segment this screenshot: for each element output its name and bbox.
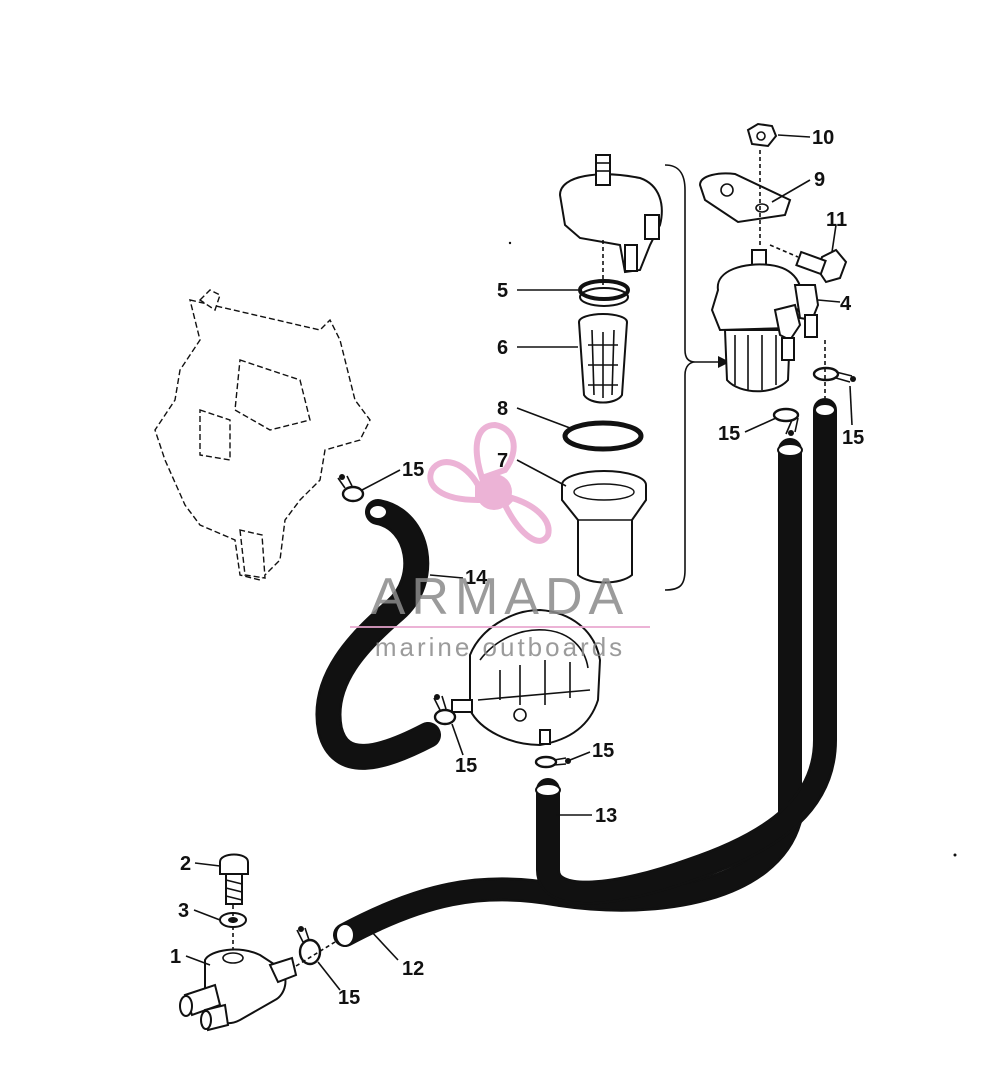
hose-13	[535, 398, 837, 905]
part-7-filter-bowl	[561, 470, 647, 584]
hose-clip-15-pump-bottom	[534, 755, 571, 769]
armada-watermark: ARMADA marine outboards	[350, 421, 650, 662]
hose-clip-15-upper-left	[772, 407, 800, 436]
hose-14	[315, 499, 441, 770]
callout-15-lower: 15	[338, 987, 360, 1009]
hose-clip-15-carburetor	[337, 474, 365, 503]
part-9-bracket	[698, 172, 792, 224]
hose-clip-15-upper-right	[812, 366, 856, 383]
watermark-brand: ARMADA	[371, 568, 629, 626]
callout-6: 6	[497, 337, 508, 359]
callout-3: 3	[178, 900, 189, 922]
leader-lines	[185, 134, 853, 991]
callout-7: 7	[497, 450, 508, 472]
callout-15-pump-bottom: 15	[592, 740, 614, 762]
callout-1: 1	[170, 946, 181, 968]
watermark-tagline: marine outboards	[375, 632, 625, 662]
filter-assembled	[698, 122, 856, 436]
callout-11: 11	[826, 209, 847, 231]
callout-15-filter-right: 15	[842, 427, 864, 449]
callout-5: 5	[497, 280, 508, 302]
arrow-to-assembled-filter	[718, 356, 730, 368]
callout-9: 9	[814, 169, 825, 191]
callout-10: 10	[812, 127, 834, 149]
part-2-screw	[219, 853, 249, 905]
assembly-bracket	[664, 164, 696, 591]
part-11-bolt	[769, 244, 848, 284]
part-4-filter-body	[710, 249, 820, 393]
filter-assembly-exploded	[558, 154, 730, 591]
part-10-nut	[746, 122, 778, 148]
part-6-filter-element	[578, 313, 628, 404]
fuel-pump	[451, 608, 602, 747]
callout-8: 8	[497, 398, 508, 420]
callout-12: 12	[402, 958, 424, 980]
part-5-o-ring	[578, 279, 630, 307]
callout-2: 2	[180, 853, 191, 875]
callout-14: 14	[465, 567, 488, 589]
armada-propeller-logo	[427, 421, 552, 544]
callout-labels: 5 6 8 7 10 9 11 4 15 15 15 14 15 15 13 2…	[170, 127, 864, 1009]
hose-clip-15-lower	[296, 926, 322, 966]
part-1-tee-connector	[179, 948, 298, 1032]
filter-head	[558, 154, 663, 285]
carburetor	[154, 289, 371, 581]
callout-15-carburetor: 15	[402, 459, 424, 481]
fuel-hoses	[315, 398, 837, 947]
callout-4: 4	[840, 293, 852, 315]
part-8-o-ring	[562, 420, 644, 452]
callout-13: 13	[595, 805, 617, 827]
callout-15-filter-left: 15	[718, 423, 740, 445]
callout-15-pump-left: 15	[455, 755, 477, 777]
hose-clip-15-pump-left	[433, 694, 457, 726]
